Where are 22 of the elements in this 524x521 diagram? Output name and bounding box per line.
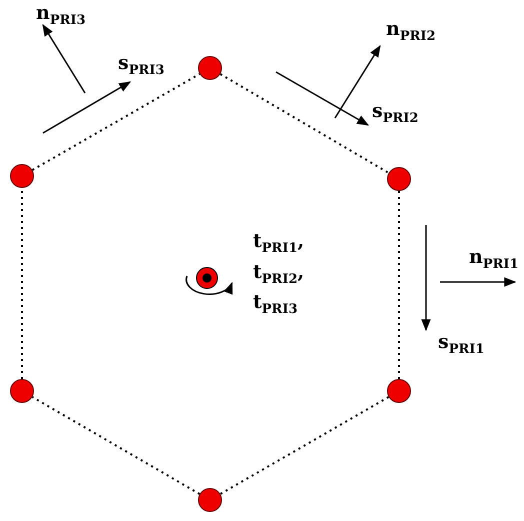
vector-label: t$_{PRI2}$,: [253, 263, 304, 286]
vertex-point: [198, 56, 222, 80]
vector-label: s$_{PRI1}$: [438, 333, 484, 356]
center-point: [196, 267, 218, 289]
dotted-line: [32, 396, 200, 495]
dotted-line: [32, 73, 200, 171]
vertex-point: [387, 379, 411, 403]
vector-label: t$_{PRI3}$: [253, 293, 298, 316]
dotted-line: [220, 73, 390, 174]
vector-label: n$_{PRI1}$: [469, 248, 519, 271]
vector-label: n$_{PRI2}$: [386, 20, 436, 43]
vertex-point: [198, 488, 222, 512]
vector-label: s$_{PRI3}$: [118, 54, 164, 77]
vertex-point: [387, 167, 411, 191]
dotted-line: [398, 191, 400, 379]
dotted-line: [220, 396, 390, 495]
vector-label: s$_{PRI2}$: [372, 102, 418, 125]
vector-label: t$_{PRI1}$,: [253, 232, 304, 255]
vertex-point: [10, 164, 34, 188]
vertex-point: [10, 379, 34, 403]
vector-label: n$_{PRI3}$: [36, 4, 86, 27]
dotted-line: [21, 188, 23, 379]
